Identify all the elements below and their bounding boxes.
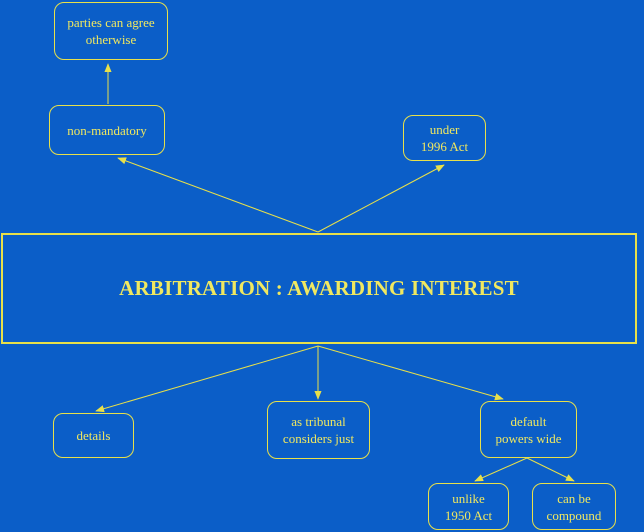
arrow-default-to-compound	[526, 457, 575, 482]
arrow-title-to-default-powers	[317, 345, 504, 401]
node-tribunal-label: as tribunal considers just	[282, 414, 355, 446]
node-default-powers-wide: default powers wide	[480, 401, 577, 458]
diagram-title: ARBITRATION : AWARDING INTEREST	[119, 276, 519, 300]
node-under-1996-act: under 1996 Act	[403, 115, 486, 161]
arrow-default-to-unlike	[474, 457, 528, 482]
node-parties-label: parties can agree otherwise	[67, 15, 155, 47]
node-details-label: details	[76, 428, 111, 443]
arrow-title-to-non-mandatory	[117, 157, 319, 233]
arrow-title-to-details	[95, 345, 319, 413]
node-compound-label: can be compound	[546, 490, 602, 523]
node-as-tribunal-considers-just: as tribunal considers just	[267, 401, 370, 459]
node-details: details	[53, 413, 134, 458]
central-title-box: ARBITRATION : AWARDING INTEREST	[1, 233, 637, 344]
node-can-be-compound: can be compound	[532, 483, 616, 530]
node-parties-can-agree: parties can agree otherwise	[54, 2, 168, 60]
node-under-1996-label: under 1996 Act	[420, 122, 469, 154]
node-default-powers-label: default powers wide	[495, 413, 562, 446]
node-unlike-1950-act: unlike 1950 Act	[428, 483, 509, 530]
node-non-mandatory: non-mandatory	[49, 105, 165, 155]
arrow-title-to-under-1996	[317, 164, 445, 233]
node-non-mandatory-label: non-mandatory	[67, 122, 147, 138]
node-unlike-1950-label: unlike 1950 Act	[444, 490, 493, 523]
